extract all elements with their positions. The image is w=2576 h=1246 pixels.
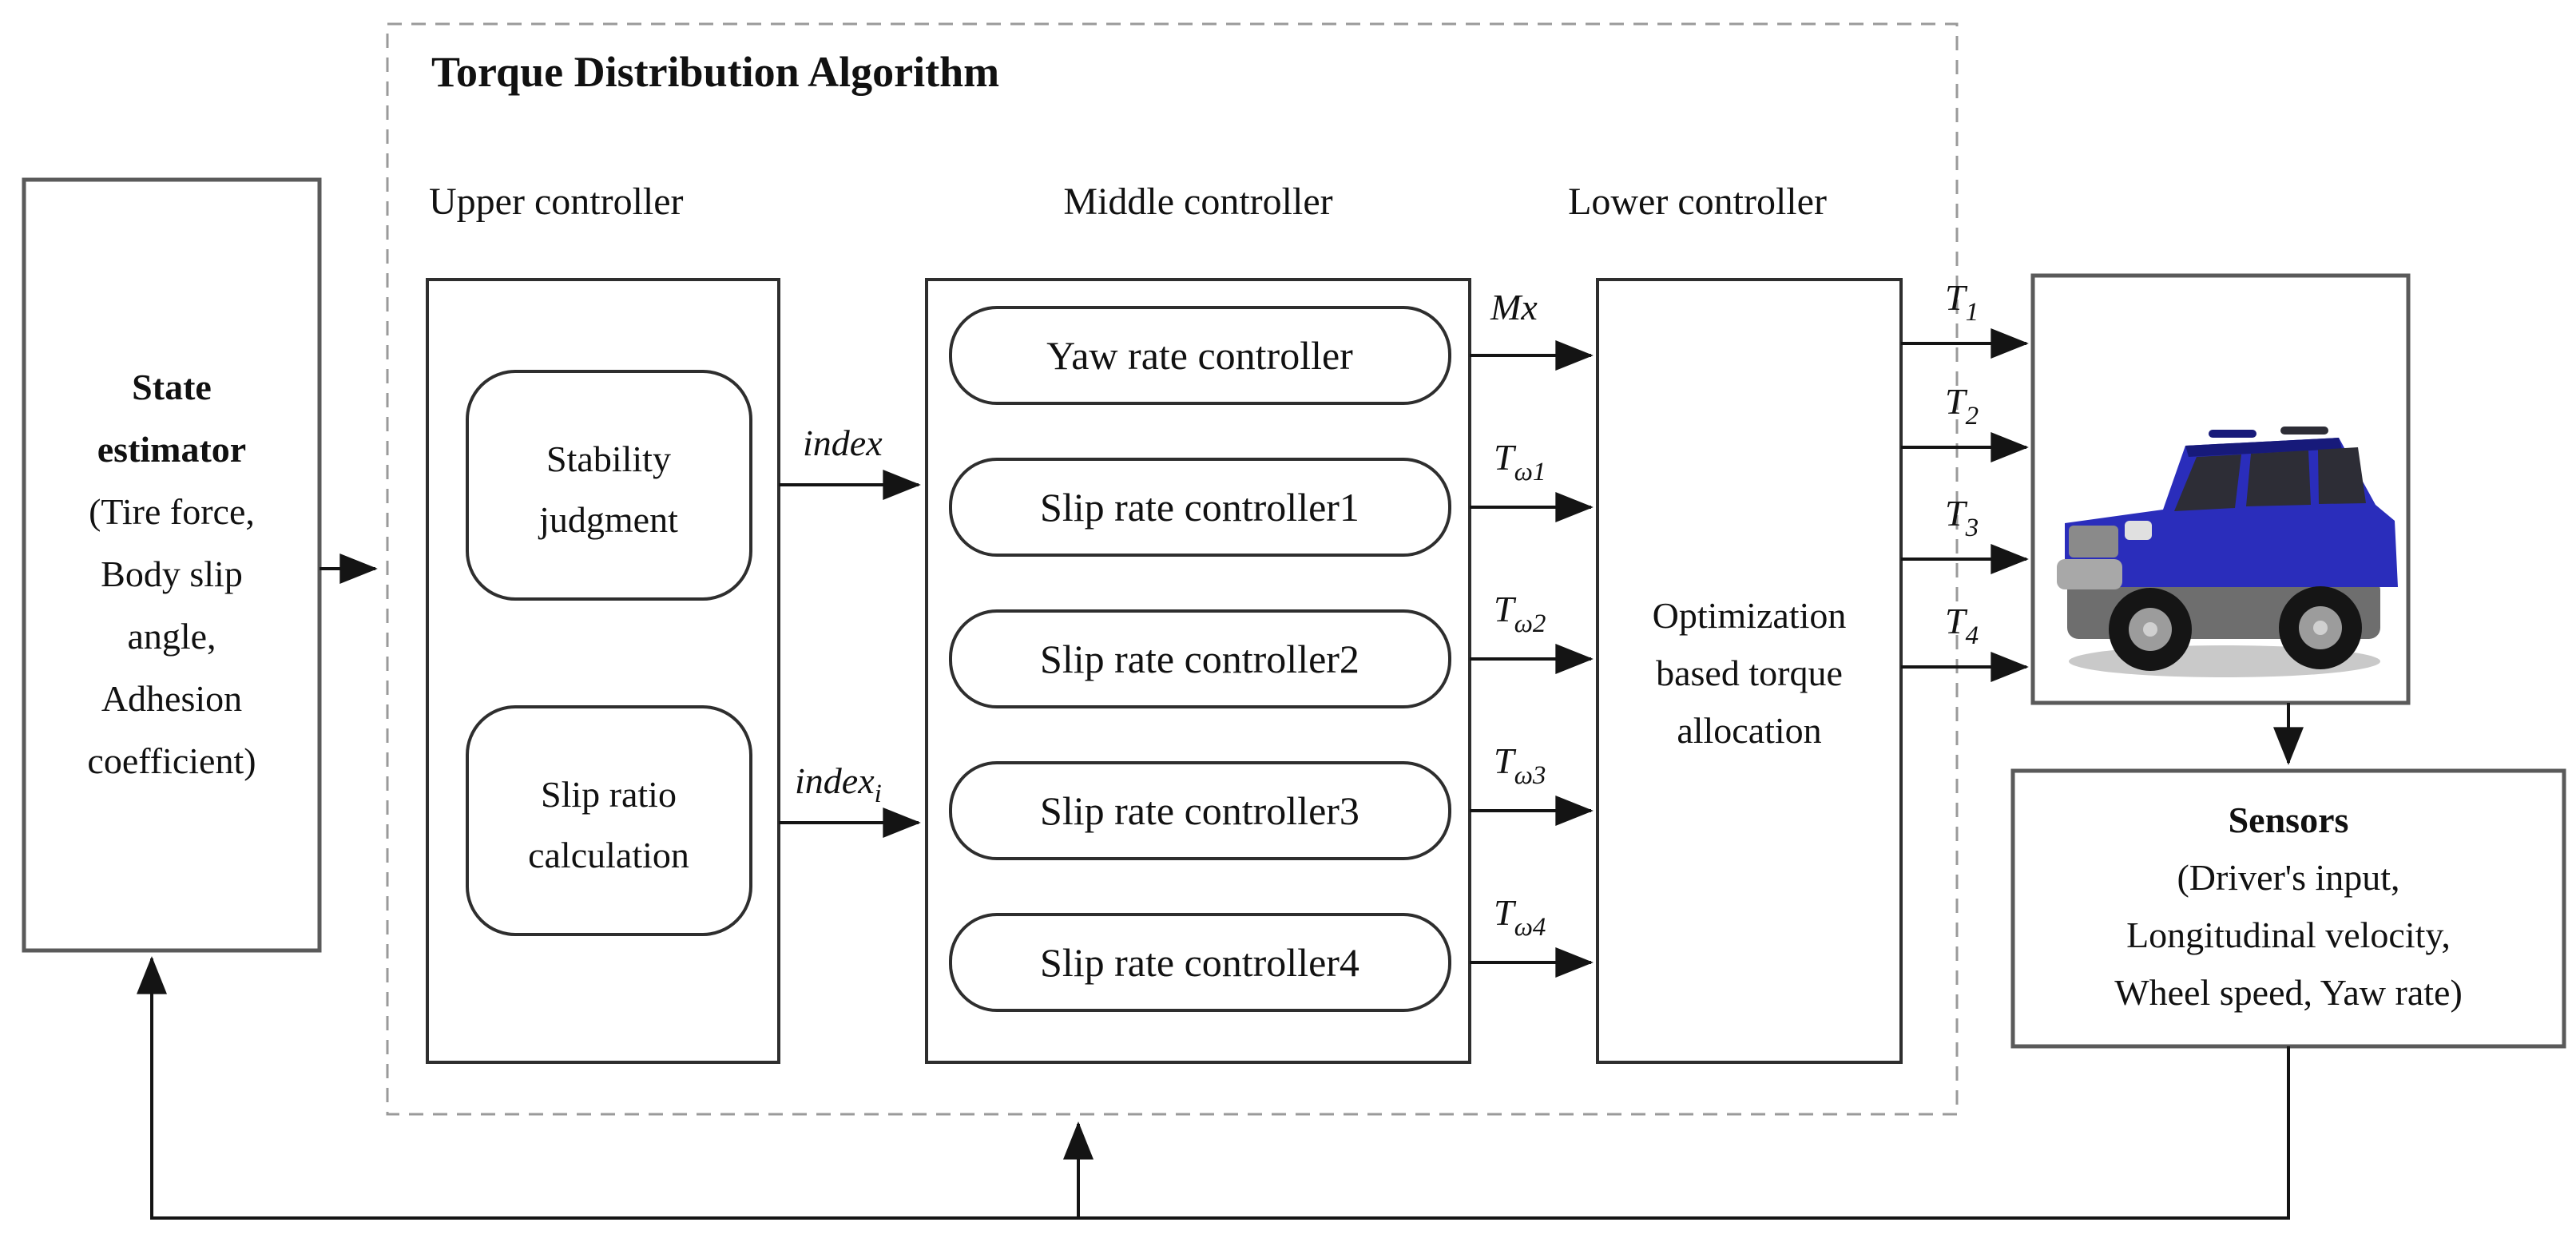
svg-text:coefficient): coefficient) (87, 740, 256, 781)
label-t3: T3 (1945, 493, 1979, 542)
car-side-window-rear (2318, 447, 2366, 504)
allocation-line1: Optimization (1653, 595, 1847, 636)
svg-text:(Driver's input,: (Driver's input, (2177, 857, 2399, 898)
allocation-line3: allocation (1677, 710, 1821, 751)
slip-ratio-line1: Slip ratio (541, 774, 677, 815)
label-index-i: indexi (795, 760, 882, 808)
slip-rate-controller3-label: Slip rate controller3 (1040, 788, 1359, 833)
slip-rate-controller2-label: Slip rate controller2 (1040, 637, 1359, 681)
label-mx: Mx (1490, 287, 1538, 327)
yaw-rate-controller-block (949, 306, 1451, 405)
slip-ratio-calculation-block (466, 705, 752, 936)
sensors-text: Sensors (Driver's input, Longitudinal ve… (2114, 800, 2463, 1013)
arrows (137, 328, 2304, 1220)
label-tw4: Tω4 (1494, 892, 1546, 942)
car-rear-hub (2313, 621, 2328, 635)
slip-ratio-line2: calculation (528, 835, 689, 875)
slip-rate-controller2-block (949, 609, 1451, 708)
lower-controller-label: Lower controller (1568, 181, 1827, 223)
state-estimator-box (22, 177, 322, 953)
sensors-box (2010, 768, 2566, 1049)
car-windshield (2174, 454, 2241, 511)
svg-text:Adhesion: Adhesion (101, 678, 242, 719)
upper-controller-label: Upper controller (429, 181, 684, 223)
label-t2: T2 (1945, 381, 1979, 431)
svg-text:Sensors: Sensors (2229, 800, 2349, 840)
stability-judgment-line2: judgment (538, 499, 678, 540)
svg-text:Longitudinal velocity,: Longitudinal velocity, (2126, 915, 2451, 955)
slip-rate-controller4-label: Slip rate controller4 (1040, 940, 1359, 985)
label-t1: T1 (1945, 277, 1979, 327)
label-t4: T4 (1945, 601, 1979, 650)
lower-controller-box (1596, 278, 1903, 1064)
slip-rate-controller1-block (949, 458, 1451, 557)
car-front-hub (2143, 622, 2157, 637)
svg-text:(Tire force,: (Tire force, (89, 491, 255, 532)
allocation-line2: based torque (1656, 653, 1843, 693)
car-bumper (2057, 559, 2122, 589)
slip-rate-controller4-block (949, 913, 1451, 1012)
svg-text:Wheel speed, Yaw rate): Wheel speed, Yaw rate) (2114, 972, 2463, 1013)
label-index: index (803, 423, 883, 463)
label-tw2: Tω2 (1494, 589, 1546, 638)
state-estimator-text: State estimator (Tire force, Body slip a… (87, 367, 256, 781)
torque-distribution-algorithm-dashed-box (386, 22, 1959, 1116)
yaw-rate-controller-label: Yaw rate controller (1046, 333, 1353, 378)
label-tw3: Tω3 (1494, 740, 1546, 790)
svg-text:estimator: estimator (97, 429, 246, 470)
slip-rate-controller1-label: Slip rate controller1 (1040, 485, 1359, 530)
car-roof (2185, 438, 2342, 457)
car-side-window-front (2246, 450, 2311, 506)
stability-judgment-line1: Stability (546, 438, 671, 479)
stability-judgment-block (466, 370, 752, 601)
car-roof-rack-rear (2280, 427, 2328, 435)
car-roof-rack-front (2209, 430, 2256, 438)
car-headlight (2125, 521, 2152, 540)
svg-text:angle,: angle, (127, 616, 216, 657)
middle-controller-label: Middle controller (1063, 181, 1332, 223)
diagram-title: Torque Distribution Algorithm (431, 48, 999, 96)
label-tw1: Tω1 (1494, 437, 1546, 486)
arrow-sensors-feedback-to-state-estimator (137, 956, 2290, 1220)
car-grille (2069, 526, 2118, 558)
slip-rate-controller3-block (949, 761, 1451, 860)
svg-text:State: State (132, 367, 212, 407)
svg-text:Body slip: Body slip (101, 554, 243, 594)
car-body (2065, 438, 2398, 587)
vehicle-suv-image (2057, 427, 2398, 677)
